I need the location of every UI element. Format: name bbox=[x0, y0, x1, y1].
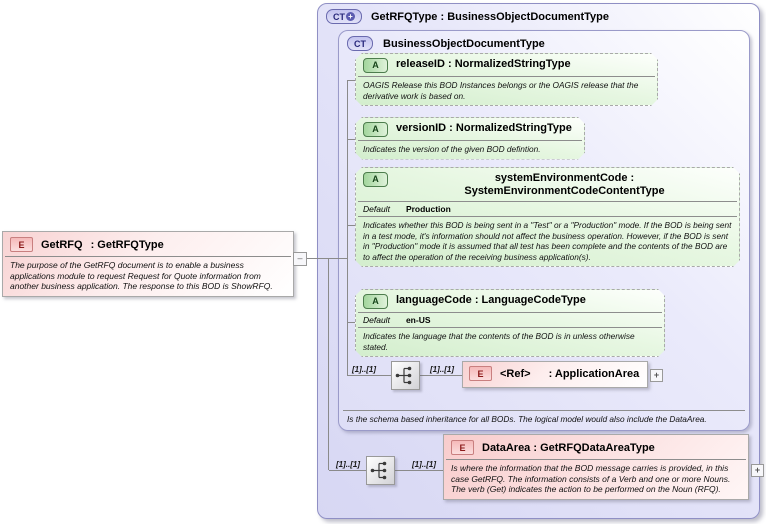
element-getrfq-annotation: The purpose of the GetRFQ document is to… bbox=[10, 260, 273, 291]
element-applicationarea-type: : ApplicationArea bbox=[548, 367, 640, 380]
cardinality-label: [1]..[1] bbox=[352, 365, 376, 374]
attribute-versionid[interactable]: A versionID : NormalizedStringType Indic… bbox=[355, 117, 585, 160]
cardinality-label: [1]..[1] bbox=[336, 460, 360, 469]
attribute-releaseid-annotation: OAGIS Release this BOD Instances belongs… bbox=[363, 80, 639, 101]
attribute-versionid-header: A versionID : NormalizedStringType bbox=[356, 118, 584, 140]
divider bbox=[358, 201, 737, 202]
attribute-systemenvironmentcode-header: A systemEnvironmentCode : SystemEnvironm… bbox=[356, 168, 739, 201]
connector-line bbox=[305, 258, 347, 259]
sequence-icon bbox=[370, 461, 387, 480]
default-facet-row: Default Production bbox=[356, 202, 739, 216]
connector-line bbox=[348, 139, 355, 140]
connector-line bbox=[419, 375, 462, 376]
basetype-bodt-header: CT BusinessObjectDocumentType bbox=[339, 31, 749, 51]
expand-toggle[interactable]: + bbox=[751, 464, 764, 477]
attribute-languagecode[interactable]: A languageCode : LanguageCodeType Defaul… bbox=[355, 289, 665, 357]
attribute-systemenvironmentcode[interactable]: A systemEnvironmentCode : SystemEnvironm… bbox=[355, 167, 740, 267]
complextype-getrfqtype-header: CT+ GetRFQType : BusinessObjectDocumentT… bbox=[318, 4, 759, 24]
connector-line bbox=[395, 470, 443, 471]
attribute-icon: A bbox=[363, 294, 388, 309]
attribute-releaseid[interactable]: A releaseID : NormalizedStringType OAGIS… bbox=[355, 53, 658, 106]
connector-line bbox=[348, 225, 355, 226]
element-dataarea-header: E DataArea : GetRFQDataAreaType bbox=[444, 435, 748, 459]
element-icon: E bbox=[469, 366, 492, 381]
attribute-systemenvironmentcode-name: systemEnvironmentCode : SystemEnvironmen… bbox=[464, 172, 665, 197]
element-applicationarea-ref[interactable]: E <Ref> : ApplicationArea bbox=[462, 361, 648, 388]
default-facet-row: Default en-US bbox=[356, 313, 664, 327]
sequence-icon bbox=[395, 366, 412, 385]
attribute-releaseid-name: releaseID : NormalizedStringType bbox=[396, 58, 571, 70]
default-facet-value: Production bbox=[405, 204, 451, 214]
attribute-icon: A bbox=[363, 172, 388, 187]
extension-plus-icon: + bbox=[346, 12, 355, 21]
complextype-extension-icon: CT+ bbox=[326, 9, 362, 24]
sequence-compositor-icon[interactable] bbox=[366, 456, 395, 485]
divider bbox=[358, 216, 737, 217]
element-applicationarea-header: E <Ref> : ApplicationArea bbox=[463, 362, 647, 385]
default-facet-label: Default bbox=[363, 204, 390, 214]
default-facet-label: Default bbox=[363, 315, 390, 325]
attribute-languagecode-annotation: Indicates the language that the contents… bbox=[363, 331, 635, 352]
attribute-icon: A bbox=[363, 58, 388, 73]
ct-badge-label: CT bbox=[333, 11, 345, 22]
divider bbox=[358, 76, 655, 77]
divider bbox=[358, 327, 662, 328]
element-dataarea-annotation: Is where the information that the BOD me… bbox=[451, 463, 731, 494]
element-dataarea-title: DataArea : GetRFQDataAreaType bbox=[482, 441, 655, 454]
complextype-icon: CT bbox=[347, 36, 373, 51]
attribute-systemenvironmentcode-annotation: Indicates whether this BOD is being sent… bbox=[363, 220, 732, 262]
divider bbox=[446, 459, 746, 460]
connector-line bbox=[348, 80, 355, 81]
connector-line bbox=[348, 322, 355, 323]
cardinality-label: [1]..[1] bbox=[412, 460, 436, 469]
element-icon: E bbox=[10, 237, 33, 252]
sequence-compositor-icon[interactable] bbox=[391, 361, 420, 390]
element-icon: E bbox=[451, 440, 474, 455]
attribute-releaseid-header: A releaseID : NormalizedStringType bbox=[356, 54, 657, 76]
collapse-toggle[interactable]: – bbox=[293, 252, 307, 266]
connector-line bbox=[329, 470, 367, 471]
element-applicationarea-ref-label: <Ref> bbox=[500, 367, 531, 380]
element-getrfq[interactable]: E GetRFQ : GetRFQType The purpose of the… bbox=[2, 231, 294, 297]
default-facet-value: en-US bbox=[405, 315, 431, 325]
attribute-languagecode-name: languageCode : LanguageCodeType bbox=[396, 294, 586, 306]
element-getrfq-type: : GetRFQType bbox=[90, 238, 164, 251]
cardinality-label: [1]..[1] bbox=[430, 365, 454, 374]
element-getrfq-name: GetRFQ bbox=[41, 238, 83, 251]
expand-toggle[interactable]: + bbox=[650, 369, 663, 382]
connector-line bbox=[347, 80, 348, 376]
divider bbox=[358, 312, 662, 313]
element-dataarea[interactable]: E DataArea : GetRFQDataAreaType Is where… bbox=[443, 434, 749, 500]
divider bbox=[5, 256, 291, 257]
attribute-languagecode-header: A languageCode : LanguageCodeType bbox=[356, 290, 664, 312]
complextype-getrfqtype-title: GetRFQType : BusinessObjectDocumentType bbox=[371, 10, 609, 23]
attribute-versionid-annotation: Indicates the version of the given BOD d… bbox=[363, 144, 541, 154]
connector-line bbox=[348, 375, 391, 376]
basetype-annotation: Is the schema based inheritance for all … bbox=[343, 409, 745, 429]
divider bbox=[358, 140, 582, 141]
basetype-bodt-title: BusinessObjectDocumentType bbox=[383, 37, 545, 50]
connector-line bbox=[328, 258, 329, 470]
attribute-icon: A bbox=[363, 122, 388, 137]
attribute-versionid-name: versionID : NormalizedStringType bbox=[396, 122, 572, 134]
element-getrfq-header: E GetRFQ : GetRFQType bbox=[3, 232, 293, 256]
